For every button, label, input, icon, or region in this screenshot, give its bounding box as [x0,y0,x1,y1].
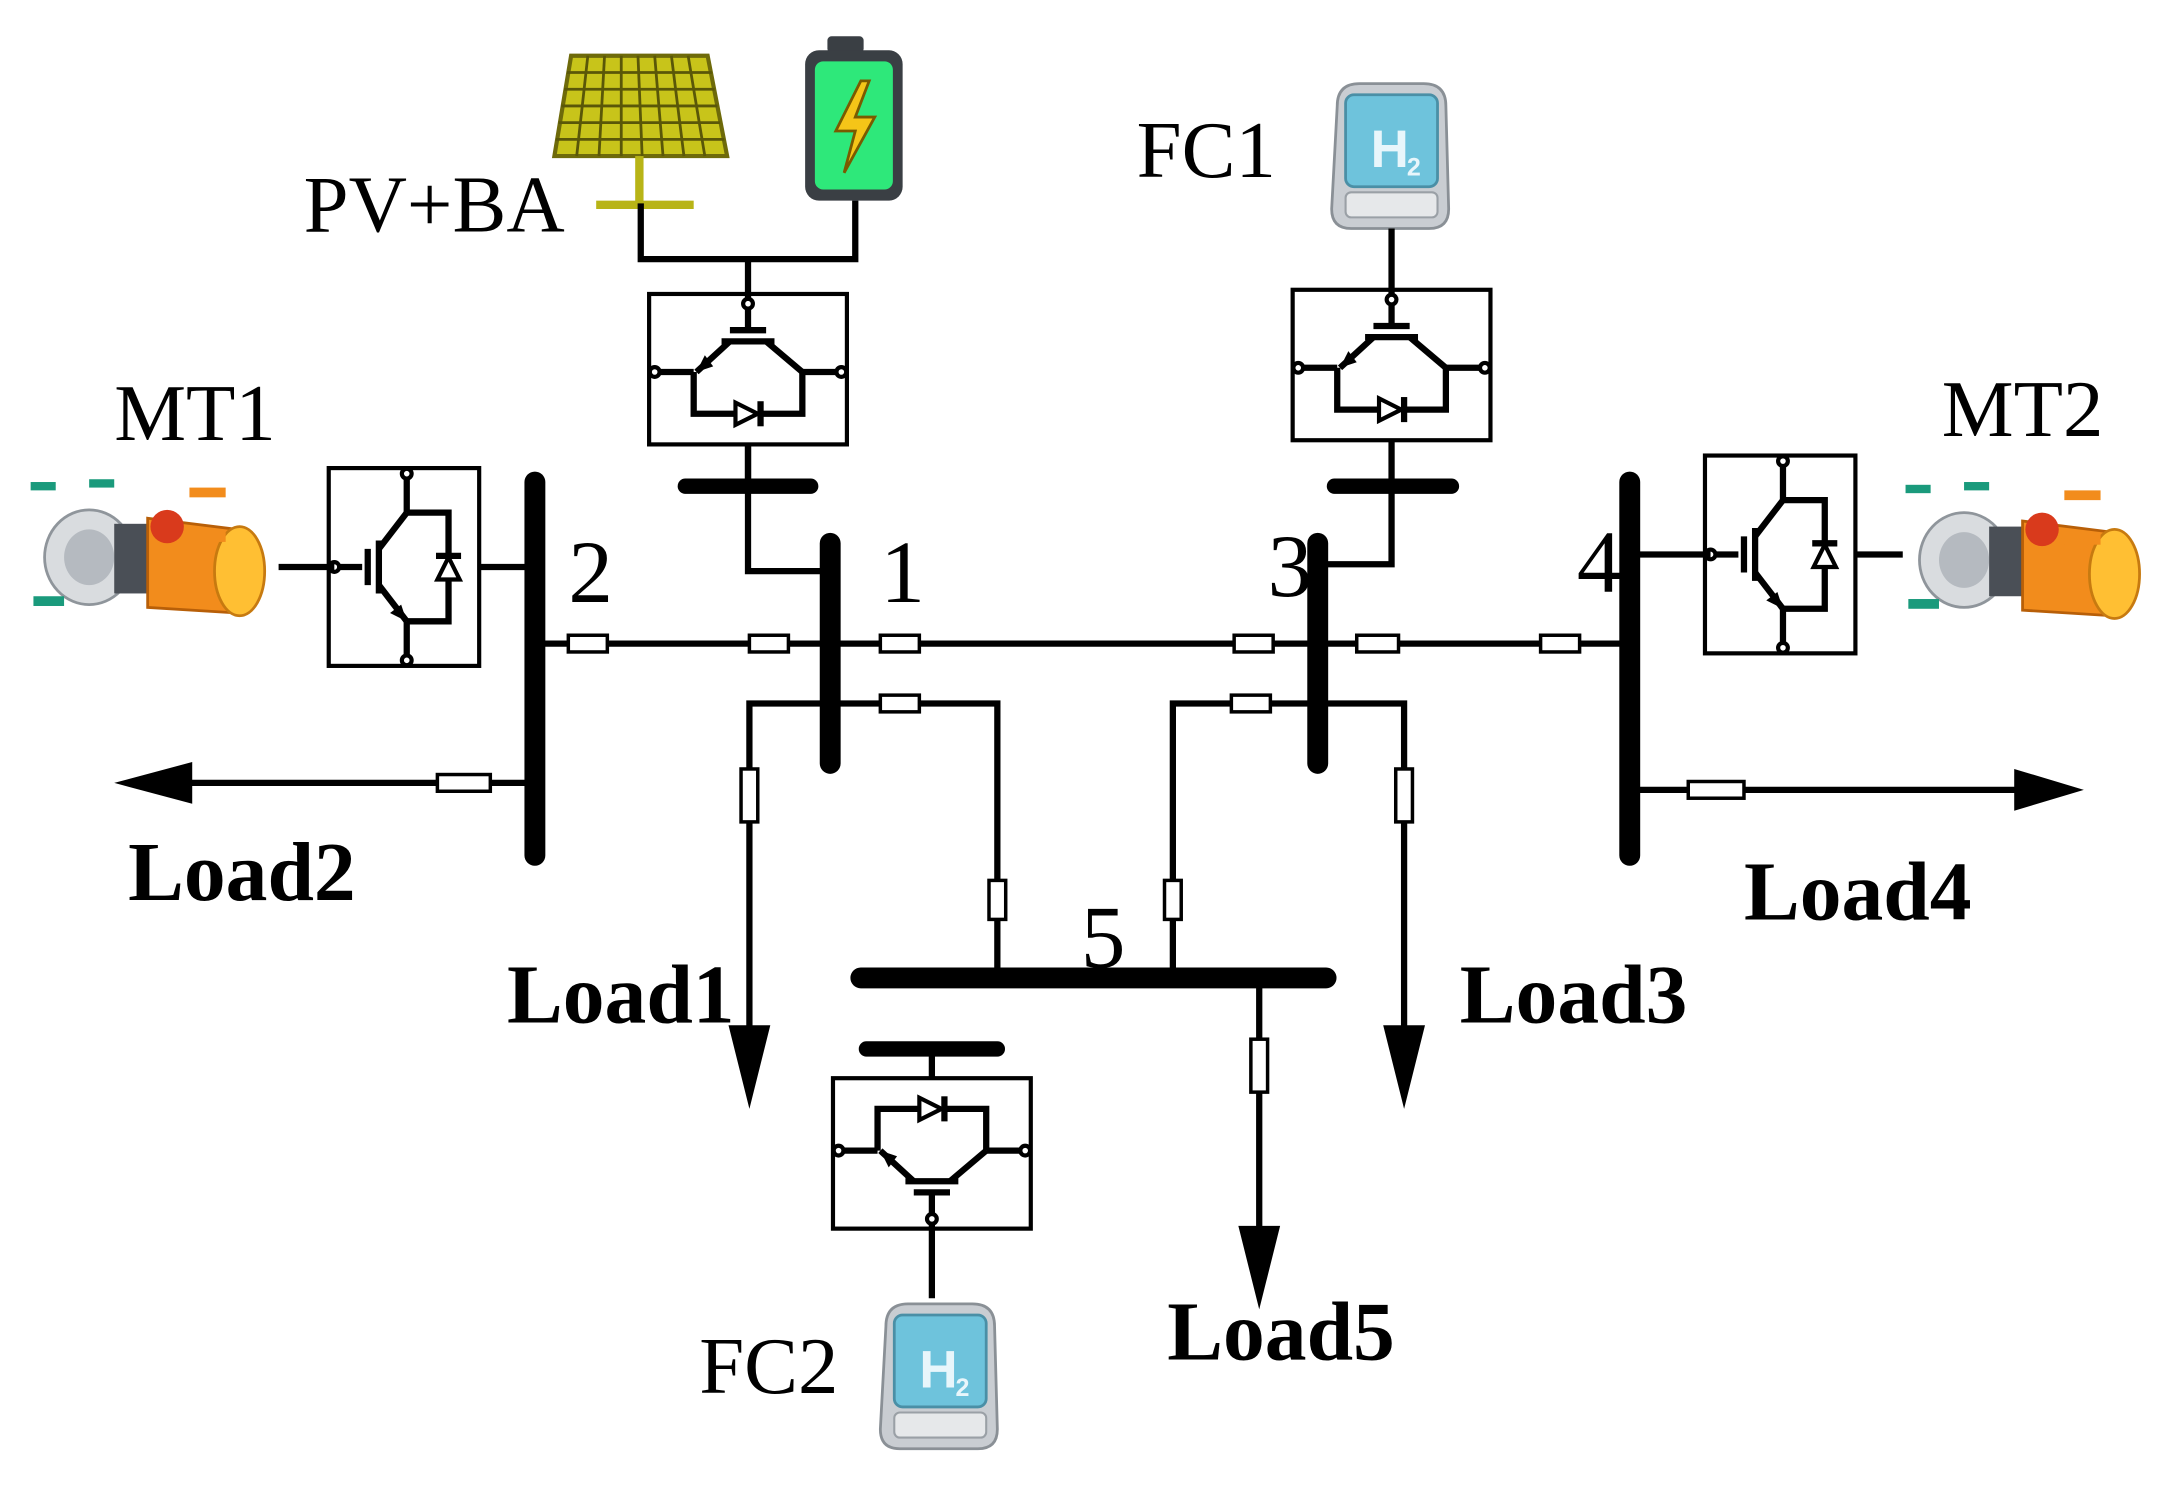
impedance-1-3a [878,633,922,654]
load1-arrow [728,1025,771,1109]
pv-ba-feeder [637,200,859,263]
fc1-fuel-cell-icon [1330,82,1451,230]
pv-ba-label: PV+BA [304,160,565,249]
load2-impedance [435,772,493,793]
mt2-microturbine-icon [1904,480,2141,620]
fc2-converter [833,1078,1031,1228]
impedance-1-5a [878,693,922,714]
pv-ba-converter [649,294,847,444]
load1-feeder [746,700,831,1031]
load3-arrow [1383,1025,1425,1109]
impedance-1-3b [1232,633,1275,654]
load4-impedance [1686,779,1746,800]
bus-1-label: 1 [880,524,925,622]
impedance-1-5b [987,878,1008,922]
fc2-label: FC2 [699,1322,838,1411]
fc1-label: FC1 [1137,106,1276,195]
load4-label: Load4 [1744,846,1972,938]
fc1-converter-to-bus3 [1317,440,1395,568]
load1-impedance [739,767,760,824]
load3-feeder [1317,700,1408,1031]
impedance-3-4a [1354,633,1401,654]
load3-impedance [1393,767,1415,824]
load5-impedance [1249,1037,1270,1094]
impedance-3-4b [1538,633,1582,654]
battery-icon [805,36,903,201]
mt2-label: MT2 [1942,365,2104,454]
bus-2-label: 2 [568,524,613,622]
mt1-microturbine-icon [29,477,267,618]
load5-label: Load5 [1167,1287,1395,1379]
impedance-2-1a [566,633,610,654]
bus-4-label: 4 [1577,514,1622,612]
load5-arrow [1238,1225,1281,1310]
load1-label: Load1 [507,949,735,1041]
bus-5-label: 5 [1081,889,1126,987]
line-1-5 [830,700,1001,978]
fc2-fuel-cell-icon [878,1302,999,1451]
solar-panel-icon [551,53,730,210]
impedance-3-5b [1162,878,1183,922]
fc1-converter [1293,290,1491,440]
pv-converter-to-bus1 [744,444,831,575]
load3-label: Load3 [1460,949,1688,1041]
load2-arrow [114,762,193,804]
impedance-2-1b [747,633,791,654]
load2-label: Load2 [128,827,356,919]
line-3-5 [1169,700,1318,978]
mt2-converter [1705,456,1855,654]
mt1-label: MT1 [114,369,276,458]
impedance-3-5a [1229,693,1273,714]
load4-arrow [2014,768,2084,811]
mt1-converter [329,468,479,666]
bus-3-label: 3 [1268,518,1313,616]
